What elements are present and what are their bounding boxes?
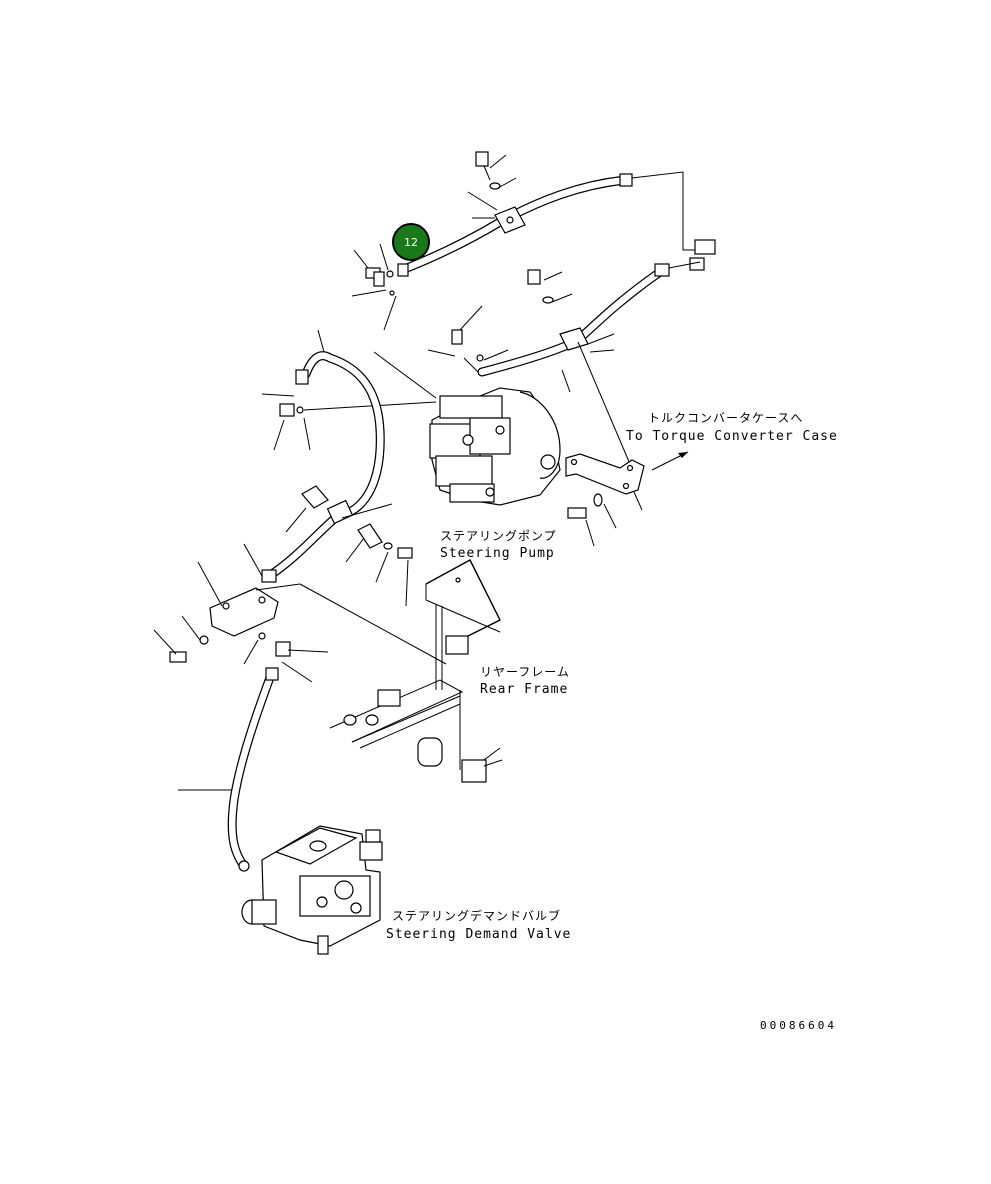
rear-frame-label-en: Rear Frame (480, 682, 568, 697)
hose-clamp-left (285, 485, 413, 607)
callout-number[interactable]: 12 (404, 236, 418, 249)
top-hose-assembly (397, 151, 716, 277)
torque-converter-label-en: To Torque Converter Case (626, 429, 838, 444)
lower-hose-assembly (178, 641, 329, 871)
steering-pump-label-jp: ステアリングポンプ (440, 529, 557, 543)
mounting-block-left (153, 561, 447, 665)
demand-valve-label-en: Steering Demand Valve (386, 927, 571, 942)
left-hose-assembly (243, 329, 393, 583)
steering-demand-valve (238, 825, 383, 955)
middle-hose-assembly (427, 261, 701, 465)
callout-circle[interactable] (392, 223, 430, 261)
steering-pump-label-en: Steering Pump (440, 546, 555, 561)
bracket-right (565, 451, 689, 547)
rear-frame-label-jp: リヤーフレーム (480, 665, 570, 679)
torque-converter-label-jp: トルクコンバータケースへ (648, 411, 803, 425)
elbow-fitting-upper (351, 243, 397, 331)
rear-frame (329, 559, 503, 783)
demand-valve-label-jp: ステアリングデマンドバルブ (392, 908, 561, 923)
callout-marker[interactable]: 12 (392, 223, 430, 261)
drawing-number: 00086604 (760, 1019, 837, 1032)
steering-pump (303, 351, 561, 506)
